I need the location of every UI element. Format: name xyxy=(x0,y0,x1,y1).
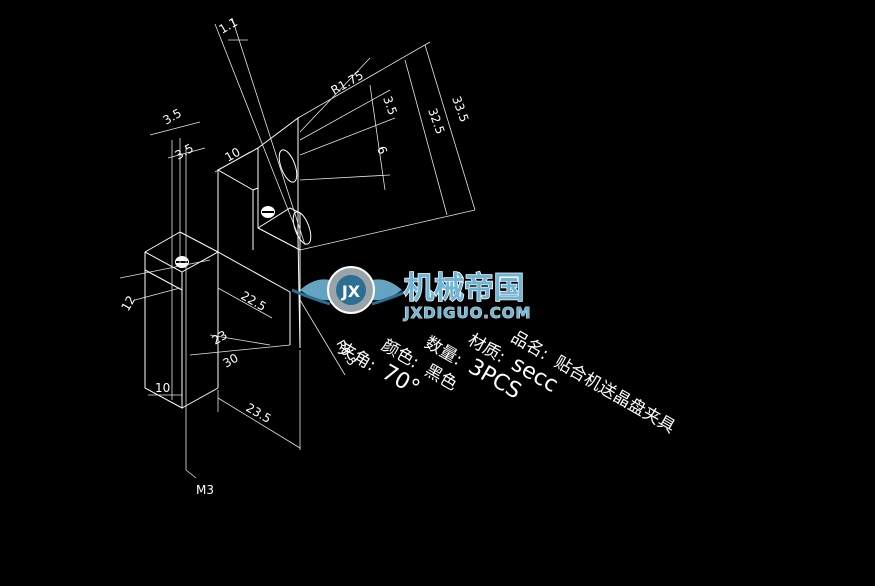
dim-10-bottom: 10 xyxy=(155,381,170,395)
note-label: 数量: xyxy=(421,333,465,370)
dim-6: 6 xyxy=(374,144,390,156)
dim-32-5: 32.5 xyxy=(425,106,447,136)
dim-23-5: 23.5 xyxy=(244,400,274,425)
dim-23: 23 xyxy=(210,328,230,348)
dim-r1-75: R1.75 xyxy=(329,68,366,98)
logo-chinese: 机械帝国 xyxy=(404,271,524,306)
dim-12: 12 xyxy=(118,293,138,313)
dim-10-top: 10 xyxy=(223,145,243,165)
note-label: 夹角: xyxy=(335,338,379,375)
dimension-lines xyxy=(119,17,476,479)
dim-m3: M3 xyxy=(196,483,214,497)
logo-domain: JXDIGUO.COM xyxy=(403,304,531,322)
logo-badge: JX xyxy=(341,282,361,301)
dim-22-5: 22.5 xyxy=(239,288,269,313)
dim-1-1: 1.1 xyxy=(217,15,241,37)
dimension-labels: 1.1 3.5 3.5 10 R1.75 3.5 6 32.5 33.5 12 … xyxy=(118,15,471,497)
dim-30: 30 xyxy=(221,351,241,371)
note-value: 70° xyxy=(377,360,423,401)
dim-3-5-b: 3.5 xyxy=(173,141,197,163)
note-value: 贴合机送晶盘夹具 xyxy=(551,352,679,437)
dim-33-5: 33.5 xyxy=(449,94,471,124)
dim-3-5-top: 3.5 xyxy=(161,106,185,128)
watermark-logo: JX 机械帝国 JXDIGUO.COM xyxy=(291,266,531,322)
dim-3-5-right: 3.5 xyxy=(380,94,400,117)
